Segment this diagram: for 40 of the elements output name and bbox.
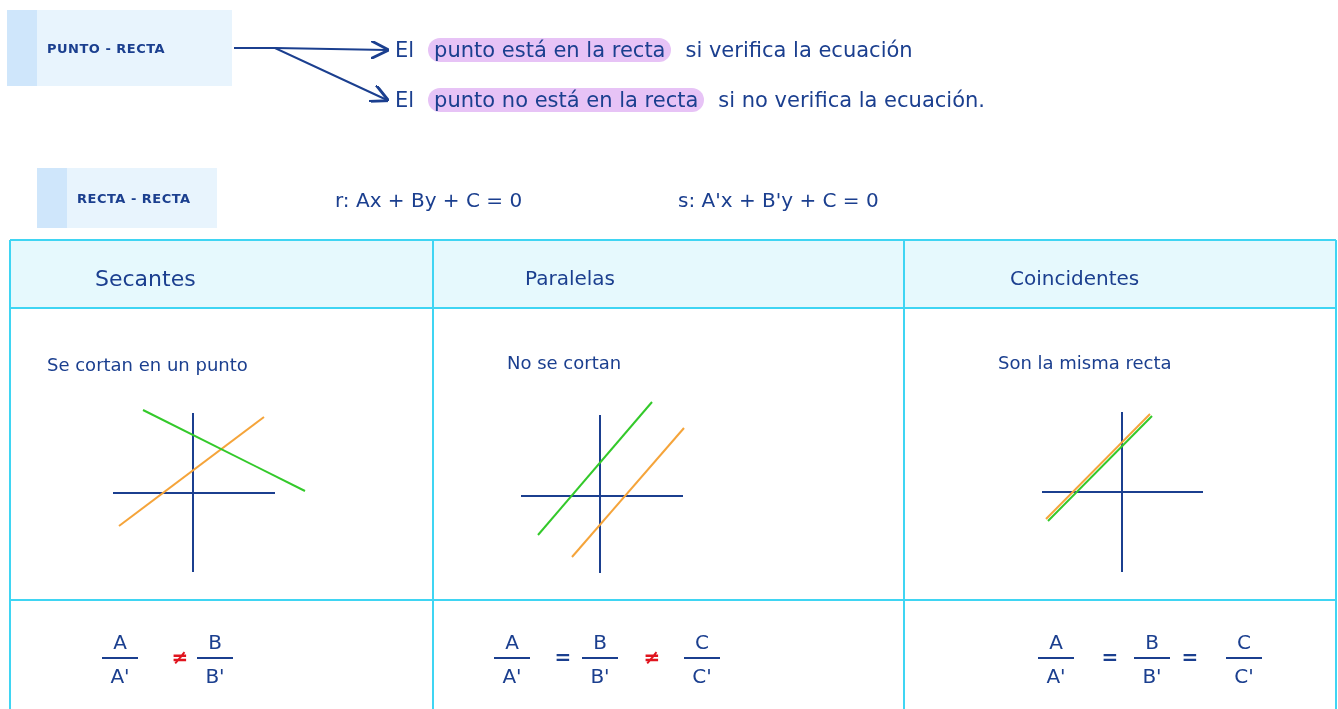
text: PUNTO - RECTA: [47, 40, 166, 56]
denominator: A': [110, 664, 130, 688]
denominator: C': [692, 664, 712, 688]
operator: =: [1101, 645, 1119, 669]
description: No se cortan: [507, 352, 622, 373]
denominator: A': [502, 664, 522, 688]
operator: =: [554, 645, 572, 669]
highlighted-text: punto no está en la recta: [428, 88, 705, 112]
text: si verifica la ecuación: [685, 38, 913, 62]
numerator: C: [1237, 630, 1251, 654]
numerator: B: [1145, 630, 1159, 654]
operator: ≠: [171, 645, 189, 669]
description: Se cortan en un punto: [47, 354, 248, 375]
text: El: [395, 38, 415, 62]
numerator: B: [593, 630, 607, 654]
equation: s: A'x + B'y + C = 0: [678, 188, 879, 212]
denominator: B': [205, 664, 225, 688]
text: RECTA - RECTA: [77, 190, 191, 206]
highlighted-text: punto está en la recta: [428, 38, 672, 62]
section-tag: [7, 10, 232, 86]
column-header: Coincidentes: [1010, 266, 1140, 290]
text: si no verifica la ecuación.: [718, 88, 985, 112]
denominator: C': [1234, 664, 1254, 688]
numerator: A: [113, 630, 127, 654]
denominator: B': [590, 664, 610, 688]
description: Son la misma recta: [998, 352, 1172, 373]
numerator: A: [505, 630, 519, 654]
arrow: [233, 47, 391, 103]
operator: ≠: [643, 645, 661, 669]
denominator: A': [1046, 664, 1066, 688]
denominator: B': [1142, 664, 1162, 688]
equation: r: Ax + By + C = 0: [335, 188, 523, 212]
column-header: Secantes: [95, 266, 196, 291]
operator: =: [1181, 645, 1199, 669]
section-tag: [37, 168, 217, 228]
numerator: C: [695, 630, 709, 654]
numerator: A: [1049, 630, 1063, 654]
numerator: B: [208, 630, 222, 654]
column-header: Paralelas: [525, 266, 615, 290]
text: El: [395, 88, 415, 112]
